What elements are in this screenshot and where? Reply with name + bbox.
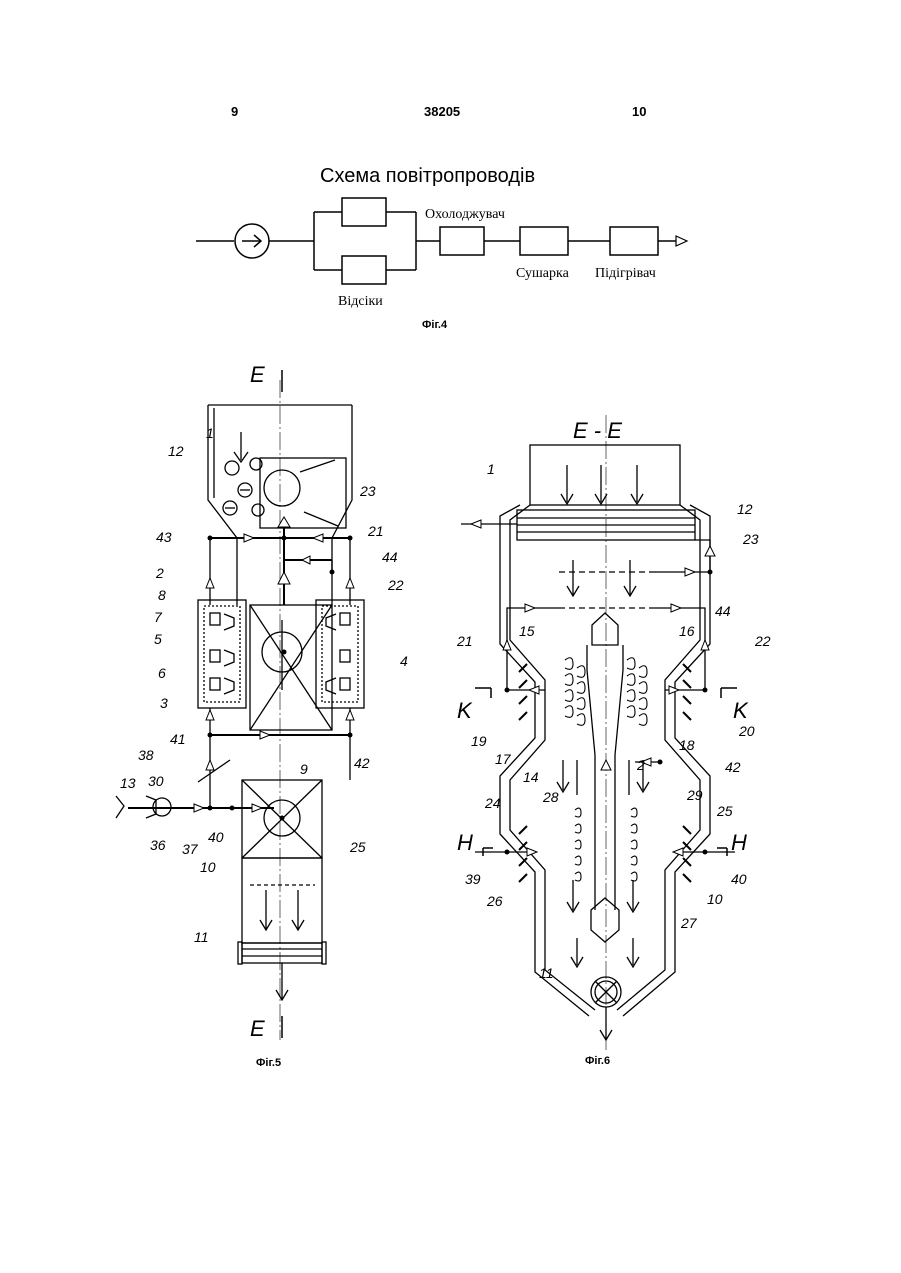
label-heater: Підігрівач	[595, 266, 656, 281]
ref-1: 1	[206, 425, 214, 441]
ref-36: 36	[150, 837, 166, 853]
ref-43: 43	[156, 529, 172, 545]
ref-8: 8	[158, 587, 166, 603]
ref6-40: 40	[731, 871, 747, 887]
ref6-21: 21	[456, 633, 473, 649]
section-mark-top: E	[250, 362, 265, 387]
ref-37: 37	[182, 841, 199, 857]
ref6-44: 44	[715, 603, 731, 619]
ref6-42: 42	[725, 759, 741, 775]
ref6-12: 12	[737, 501, 753, 517]
section-mark-K-right: K	[733, 698, 749, 723]
section-title: E - E	[573, 418, 622, 443]
ref-44: 44	[382, 549, 398, 565]
ref-11: 11	[194, 929, 209, 945]
air-duct-scheme: Схема повітропроводів Відсіки Охолоджува…	[190, 150, 690, 340]
ref-2: 2	[155, 565, 164, 581]
ref6-10: 10	[707, 891, 723, 907]
ref6-20: 20	[738, 723, 755, 739]
ref-23: 23	[359, 483, 376, 499]
ref6-14: 14	[523, 769, 539, 785]
ref6-39: 39	[465, 871, 481, 887]
heater-box	[610, 227, 658, 255]
ref-12: 12	[168, 443, 184, 459]
ref6-27: 27	[680, 915, 698, 931]
ref6-22: 22	[754, 633, 771, 649]
cooler-box	[440, 227, 484, 255]
fig6-caption: Фіг.6	[585, 1055, 610, 1067]
ref-4: 4	[400, 653, 408, 669]
label-compartments: Відсіки	[338, 294, 383, 309]
dryer-side-section: E E	[110, 360, 430, 1070]
ref6-29: 29	[686, 787, 703, 803]
label-cooler: Охолоджувач	[425, 207, 505, 222]
ref6-2: 2	[636, 757, 645, 773]
ref-9: 9	[300, 761, 308, 777]
ref6-28: 28	[542, 789, 559, 805]
ref6-26: 26	[486, 893, 503, 909]
label-dryer: Сушарка	[516, 266, 570, 281]
ref6-18: 18	[679, 737, 695, 753]
ref-6: 6	[158, 665, 166, 681]
section-mark-H-left: H	[457, 830, 473, 855]
ref-10: 10	[200, 859, 216, 875]
dryer-box	[520, 227, 568, 255]
document-number: 38205	[424, 104, 460, 119]
page-number-left: 9	[231, 104, 238, 119]
compartment-lower-box	[342, 256, 386, 284]
ref-22: 22	[387, 577, 404, 593]
ref-30: 30	[148, 773, 164, 789]
ref6-11: 11	[539, 965, 554, 981]
ref-13: 13	[120, 775, 136, 791]
ref6-24: 24	[484, 795, 501, 811]
compartment-upper-box	[342, 198, 386, 226]
ref-3: 3	[160, 695, 168, 711]
ref6-23: 23	[742, 531, 759, 547]
ref6-19: 19	[471, 733, 487, 749]
section-mark-bottom: E	[250, 1016, 265, 1041]
fig5-caption: Фіг.5	[256, 1057, 281, 1069]
dryer-cross-section: E - E	[455, 410, 785, 1070]
section-mark-K-left: K	[457, 698, 473, 723]
ref-25: 25	[349, 839, 366, 855]
ref6-25: 25	[716, 803, 733, 819]
page-number-right: 10	[632, 104, 646, 119]
ref6-1: 1	[487, 461, 495, 477]
ref-7: 7	[154, 609, 163, 625]
ref-41: 41	[170, 731, 186, 747]
ref6-16: 16	[679, 623, 695, 639]
ref6-17: 17	[495, 751, 512, 767]
fig4-caption: Фіг.4	[422, 319, 448, 331]
ref-21: 21	[367, 523, 384, 539]
output-arrow	[676, 236, 687, 246]
ref-42: 42	[354, 755, 370, 771]
ref-38: 38	[138, 747, 154, 763]
fig4-title: Схема повітропроводів	[320, 165, 535, 187]
section-mark-H-right: H	[731, 830, 747, 855]
ref-5: 5	[154, 631, 162, 647]
ref6-15: 15	[519, 623, 535, 639]
ref-40: 40	[208, 829, 224, 845]
